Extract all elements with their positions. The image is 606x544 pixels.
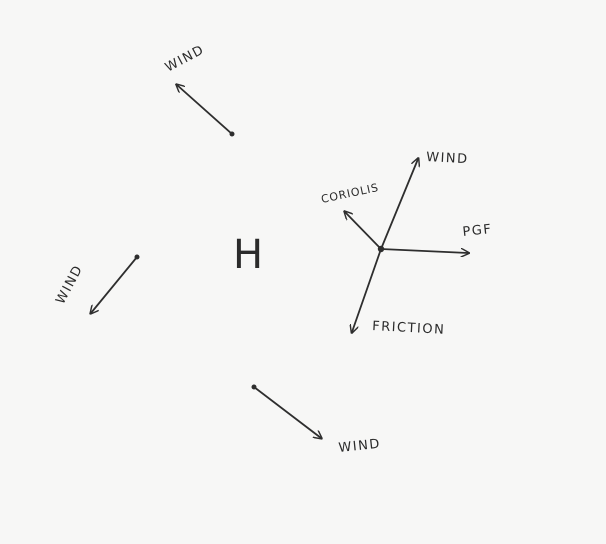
force-label-friction: FRICTION [372,319,446,338]
force-label-pgf: PGF [462,222,493,240]
wind-arrow-left [91,254,140,314]
force-label-coriolis: CORIOLIS [320,181,380,206]
wind-vector-bottom [253,386,321,438]
wind-label-bottom: WIND [338,437,382,456]
wind-force-vector [380,159,418,250]
pgf-force-vector [380,248,468,253]
wind-arrow-bottom [251,384,322,439]
wind-vector-left [91,256,138,313]
wind-arrow-top [177,85,235,137]
wind-label-left: WIND [53,262,86,307]
coriolis-force-vector [345,212,382,250]
force-label-wind: WIND [426,150,469,167]
force-balance-diagram [345,159,468,332]
wind-label-top: WIND [163,42,208,75]
friction-force-vector [352,248,382,332]
high-pressure-label: H [233,232,263,278]
wind-vector-top [177,85,233,135]
